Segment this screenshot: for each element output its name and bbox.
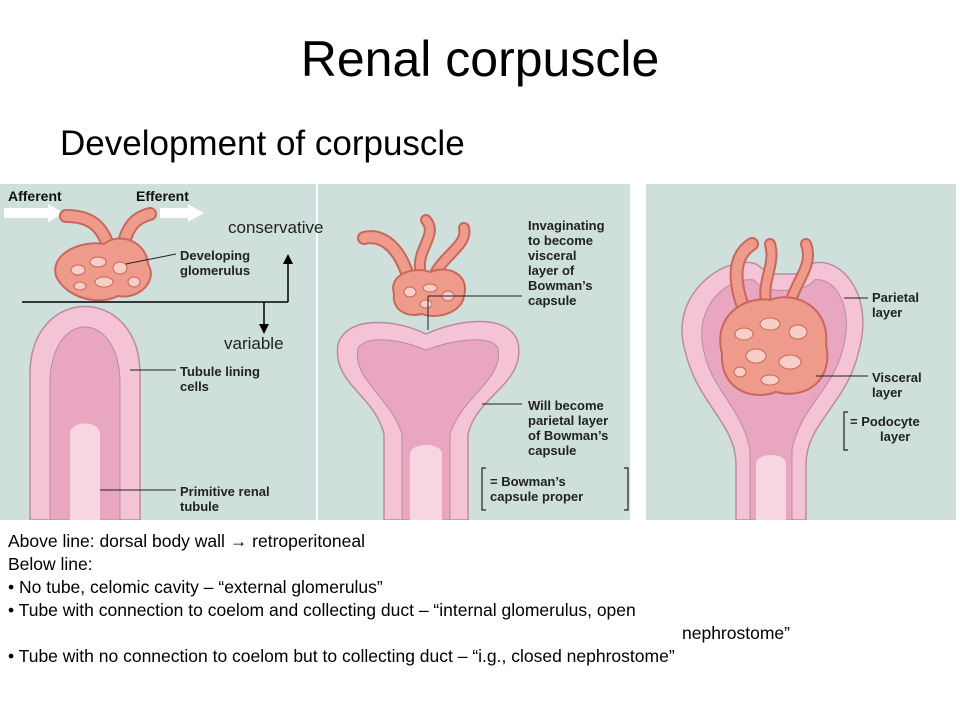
note-bullet-2-cont: nephrostome” <box>682 623 790 643</box>
note-below-line: Below line: <box>8 554 93 574</box>
note-bullet-1: • No tube, celomic cavity – “external gl… <box>8 577 383 597</box>
afferent-arrow-body <box>4 208 48 218</box>
up-arrow-head <box>283 254 293 264</box>
down-arrow-head <box>259 324 269 334</box>
efferent-label: Efferent <box>136 188 189 204</box>
slide-title: Renal corpuscle <box>300 31 660 87</box>
stage-1-illustration <box>4 204 204 520</box>
afferent-arrow-head <box>48 204 64 222</box>
note-above-line: Above line: dorsal body wall → retroperi… <box>8 531 365 551</box>
stage-2-illustration <box>336 214 629 520</box>
note-bullet-3: • Tube with no connection to coelom but … <box>8 646 675 666</box>
afferent-label: Afferent <box>8 188 62 204</box>
variable-label: variable <box>224 334 284 353</box>
note-bullet-2: • Tube with connection to coelom and col… <box>8 600 636 620</box>
stage-3-illustration <box>681 237 868 520</box>
conservative-label: conservative <box>228 218 324 237</box>
slide-subtitle: Development of corpuscle <box>60 124 465 163</box>
notes-block: Above line: dorsal body wall → retroperi… <box>8 530 948 668</box>
efferent-arrow-body <box>160 208 188 218</box>
efferent-arrow-head <box>188 204 204 222</box>
